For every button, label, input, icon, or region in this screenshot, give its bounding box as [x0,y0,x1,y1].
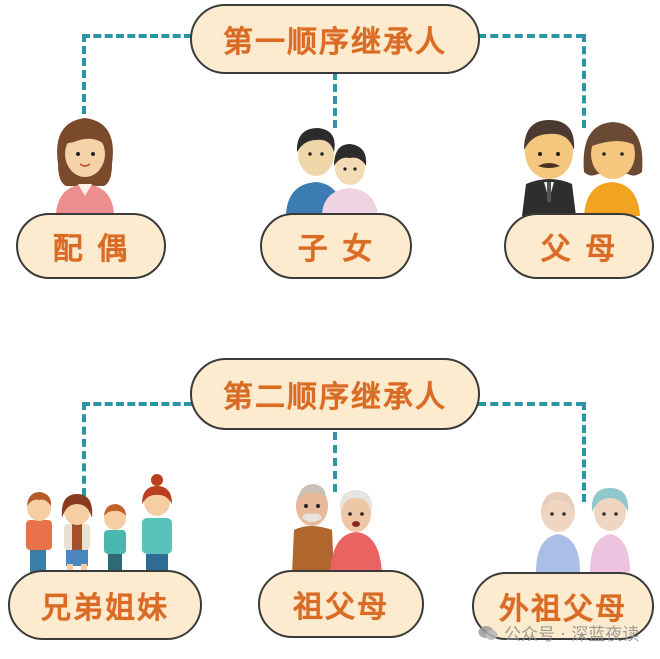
heir-children: 子 女 [260,213,412,279]
spouse-woman-icon [56,118,114,214]
wechat-icon [478,625,498,640]
children-icon [286,128,378,214]
connector-line [82,402,192,406]
paternal-grandparents-icon [292,484,382,574]
connector-line [333,72,337,128]
connector-line [478,34,584,38]
connector-line [82,402,86,496]
watermark: 公众号 · 深蓝夜读 [478,620,660,645]
connector-line [82,34,86,114]
maternal-grandparents-icon [536,488,630,572]
second-order-title: 第二顺序继承人 [190,358,480,430]
connector-line [333,432,337,492]
heir-siblings: 兄弟姐妹 [8,570,202,640]
connector-line [582,402,586,502]
connector-line [582,34,586,128]
heir-parents: 父 母 [504,213,654,279]
first-order-title: 第一顺序继承人 [190,4,480,74]
parents-icon [522,120,643,216]
heir-spouse: 配 偶 [16,213,166,279]
connector-line [478,402,584,406]
heir-paternal-grandparents: 祖父母 [258,570,424,638]
siblings-icon [26,474,172,574]
connector-line [82,34,192,38]
heir-maternal-grandparents: 外祖父母 [472,572,654,640]
